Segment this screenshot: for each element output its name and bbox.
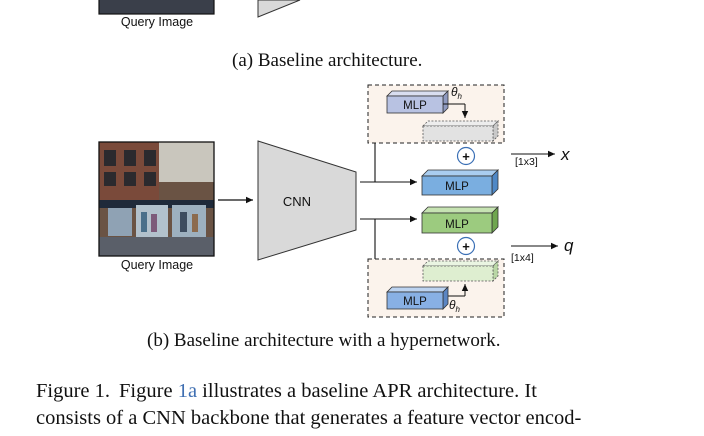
diagram-b: CNN MLP θh + MLP [1x3] x MLP + bbox=[98, 84, 574, 318]
weights-box-bottom bbox=[422, 260, 499, 282]
query-image-frame-top bbox=[98, 0, 215, 15]
figure-a-fragment: Query Image (a) Baseline architecture. bbox=[0, 0, 704, 80]
figure-ref-link[interactable]: 1a bbox=[177, 380, 198, 402]
caption-b: (b) Baseline architecture with a hyperne… bbox=[147, 330, 501, 351]
theta-top: θh bbox=[451, 85, 463, 101]
cnn-label: CNN bbox=[283, 194, 311, 209]
mlp-position bbox=[421, 169, 499, 196]
plus-symbol-bottom: + bbox=[462, 239, 470, 254]
body-line-1-start: Figure bbox=[119, 380, 178, 402]
query-image-label-b: Query Image bbox=[120, 258, 194, 272]
body-line-2: consists of a CNN backbone that generate… bbox=[36, 407, 582, 429]
figure-caption-body: Figure 1. Figure 1a illustrates a baselin… bbox=[36, 378, 636, 432]
mlp-hyper-bottom-label: MLP bbox=[403, 296, 427, 308]
q-dim-label: [1x4] bbox=[511, 252, 534, 264]
mlp-hyper-bottom bbox=[386, 286, 449, 310]
cnn-trapezoid-top bbox=[257, 0, 301, 18]
weights-box-top bbox=[422, 120, 499, 142]
query-image bbox=[98, 141, 215, 257]
figure-a-remnant bbox=[98, 0, 301, 18]
plus-circle-top bbox=[456, 146, 476, 166]
plus-circle-bottom bbox=[456, 236, 476, 256]
body-line-1-end: illustrates a baseline APR architecture.… bbox=[197, 380, 537, 402]
mlp-orientation bbox=[421, 206, 499, 234]
theta-bottom: θh bbox=[449, 298, 461, 314]
mlp-hyper-top bbox=[386, 90, 449, 114]
mlp-orientation-label: MLP bbox=[445, 219, 469, 231]
plus-symbol-top: + bbox=[462, 149, 470, 164]
x-dim-label: [1x3] bbox=[515, 156, 538, 168]
mlp-position-label: MLP bbox=[445, 181, 469, 193]
mlp-hyper-top-label: MLP bbox=[403, 100, 427, 112]
cnn-block bbox=[257, 140, 357, 261]
figure-label: Figure 1. bbox=[36, 380, 111, 402]
body-line-1: Figure 1. Figure 1a illustrates a baselin… bbox=[36, 378, 636, 405]
x-symbol: x bbox=[560, 145, 570, 164]
q-symbol: q bbox=[564, 236, 574, 255]
caption-a: (a) Baseline architecture. bbox=[232, 50, 423, 71]
query-image-label-a: Query Image bbox=[120, 15, 194, 29]
